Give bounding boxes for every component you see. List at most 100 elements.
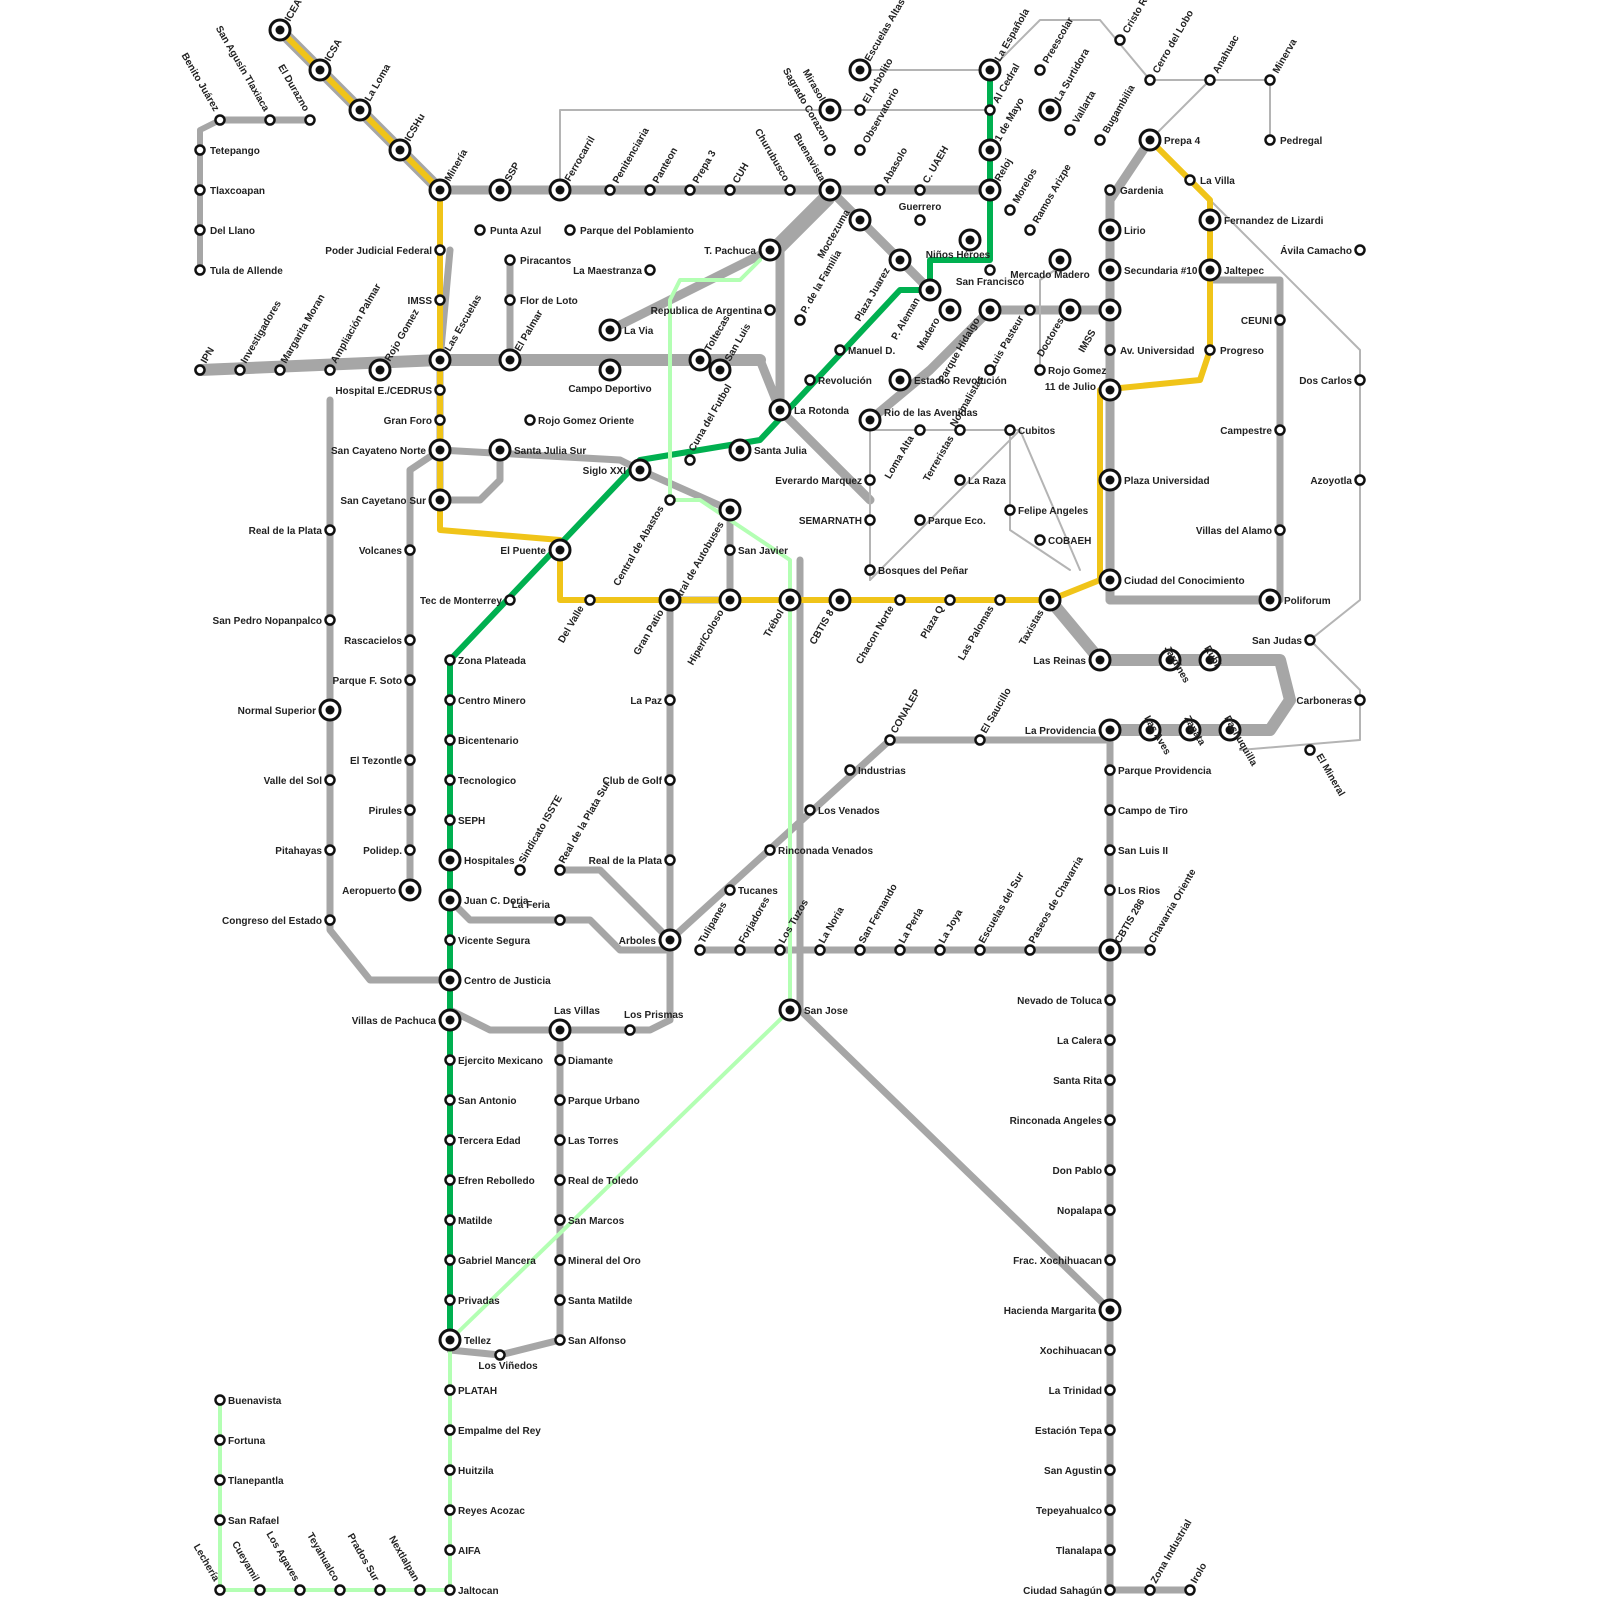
station-pitahayas[interactable]: Pitahayas [275,846,334,858]
station-conalep[interactable]: CONALEP [886,687,924,744]
station-irolo[interactable]: Irolo [1186,1561,1210,1594]
station-churubusco[interactable]: Churubusco [752,127,795,195]
station-av-universidad[interactable]: Av. Universidad [1106,346,1195,358]
station-tula-de-allende[interactable]: Tula de Allende [196,266,284,278]
station-morelos[interactable]: Morelos [1006,166,1040,214]
station-bicentenario[interactable]: Bicentenario [446,736,519,748]
station-manuel-d-[interactable]: Manuel D. [836,346,896,358]
station-zona-plateada[interactable]: Zona Plateada [446,656,527,668]
station-privadas[interactable]: Privadas [446,1296,501,1308]
station-empalme-del-rey[interactable]: Empalme del Rey [446,1426,542,1438]
station-carboneras[interactable]: Carboneras [1296,696,1364,708]
station-san-judas[interactable]: San Judas [1252,636,1315,648]
station-loma-alta[interactable]: Loma Alta [883,426,924,482]
station-estación-tepa[interactable]: Estación Tepa [1035,1426,1115,1438]
station-mercado-madero[interactable]: Mercado Madero [1010,250,1089,281]
station-imss[interactable]: IMSS [408,296,445,308]
station-don-pablo[interactable]: Don Pablo [1053,1166,1115,1178]
station-aeropuerto[interactable]: Aeropuerto [342,880,420,900]
station-volcanes[interactable]: Volcanes [359,546,415,558]
station-sindicato-isste[interactable]: Sindicato ISSTE [516,793,566,874]
station-las-villas[interactable]: Las Villas [550,1006,600,1040]
station-t-pachuca[interactable]: T. Pachuca [704,240,780,260]
station-santa-julia[interactable]: Santa Julia [730,440,807,460]
station-la-trinidad[interactable]: La Trinidad [1049,1386,1115,1398]
station-benito-juárez[interactable]: Benito Juárez [179,51,225,124]
station-los-agaves[interactable]: Los Agaves [264,1530,305,1595]
station-el-saucillo[interactable]: El Saucillo [976,686,1014,744]
station-lirio[interactable]: Lirio [1100,220,1146,240]
station-santa-rita[interactable]: Santa Rita [1053,1076,1114,1088]
station-cobaeh[interactable]: COBAEH [1036,536,1092,548]
station-el-puente[interactable]: El Puente [500,540,570,560]
station-real-de-toledo[interactable]: Real de Toledo [556,1176,639,1188]
station-cristo-rey[interactable]: Cristo Rey [1116,0,1156,44]
station-la-rotonda[interactable]: La Rotonda [770,400,849,420]
station-villas-del-alamo[interactable]: Villas del Alamo [1196,526,1285,538]
station-real-de-la-plata[interactable]: Real de la Plata [249,526,335,538]
station-frac-xochihuacan[interactable]: Frac. Xochihuacan [1013,1256,1114,1268]
station-11-de-julio[interactable]: 11 de Julio [1045,380,1120,400]
station-reyes-acozac[interactable]: Reyes Acozac [446,1506,526,1518]
station-moctezuma[interactable]: Moctezuma [816,208,870,261]
station-la-loma[interactable]: La Loma [350,62,393,120]
station-ceuni[interactable]: CEUNI [1241,316,1285,328]
station-cueyamil[interactable]: Cueyamil [229,1539,264,1594]
station-la-maestranza[interactable]: La Maestranza [573,266,654,278]
station-progreso[interactable]: Progreso [1206,346,1264,358]
station-hospitales[interactable]: Hospitales [440,850,515,870]
station-everardo-marquez[interactable]: Everardo Marquez [775,476,874,488]
station-minerva[interactable]: Minerva [1266,37,1300,85]
station-poliforum[interactable]: Poliforum [1260,590,1331,610]
station-plaza-universidad[interactable]: Plaza Universidad [1100,470,1210,490]
station-azoyotla[interactable]: Azoyotla [1310,476,1364,488]
station-poder-judicial-federal[interactable]: Poder Judicial Federal [325,246,444,258]
station-san-luis-ii[interactable]: San Luis II [1106,846,1169,858]
station-real-de-la-plata[interactable]: Real de la Plata [589,856,675,868]
station-icea[interactable]: ICEA [270,0,305,40]
station-cuna-del-futbol[interactable]: Cuna del Futbol [686,382,735,464]
station-las-palomas[interactable]: Las Palomas [956,596,1004,663]
station-tepeyahualco[interactable]: Tepeyahualco [1036,1506,1114,1518]
station-prepa-4[interactable]: Prepa 4 [1140,130,1201,150]
station-normal-superior[interactable]: Normal Superior [238,700,340,720]
station-nextlalpan[interactable]: Nextlalpan [386,1534,424,1594]
station-tucanes[interactable]: Tucanes [726,886,779,898]
station-las-reinas[interactable]: Las Reinas [1033,650,1110,670]
station-el-durazno[interactable]: El Durazno [275,63,314,125]
station-punta-azul[interactable]: Punta Azul [476,226,542,238]
station-p-de-la-familia[interactable]: P. de la Familia [796,248,845,324]
station-forjadores[interactable]: Forjadores [736,895,773,955]
station-la-calera[interactable]: La Calera [1057,1036,1115,1048]
station-rinconada-angeles[interactable]: Rinconada Angeles [1010,1116,1115,1128]
station-reloj[interactable]: Reloj [980,157,1015,200]
station-tlaxcoapan[interactable]: Tlaxcoapan [196,186,266,198]
station-seph[interactable]: SEPH [446,816,486,828]
station-rubí[interactable]: Rubí [1200,644,1223,670]
station-nopalapa[interactable]: Nopalapa [1057,1206,1115,1218]
station-tlanalapa[interactable]: Tlanalapa [1056,1546,1115,1558]
station-bugambilia[interactable]: Bugambilia [1096,83,1138,145]
station-vallarta[interactable]: Vallarta [1066,89,1099,135]
station-tec-de-monterrey[interactable]: Tec de Monterrey [420,596,515,608]
station-parque-urbano[interactable]: Parque Urbano [556,1096,640,1108]
station-rojo-gomez[interactable]: Rojo Gomez [370,307,422,380]
station-efren-rebolledo[interactable]: Efren Rebolledo [446,1176,535,1188]
station-san-alfonso[interactable]: San Alfonso [556,1336,626,1348]
station-chavarria-oriente[interactable]: Chavarria Oriente [1146,867,1199,955]
station-hacienda-margarita[interactable]: Hacienda Margarita [1004,1300,1120,1320]
station-rojo-gomez-oriente[interactable]: Rojo Gomez Oriente [526,416,635,428]
station-tlanepantla[interactable]: Tlanepantla [216,1476,285,1488]
station-cubitos[interactable]: Cubitos [1006,426,1056,438]
station-campo-de-tiro[interactable]: Campo de Tiro [1106,806,1188,818]
station-platah[interactable]: PLATAH [446,1386,498,1398]
station-la-paz[interactable]: La Paz [630,696,674,708]
station-preescolar[interactable]: Preescolar [1036,16,1077,75]
station-semarnath[interactable]: SEMARNATH [799,516,875,528]
station-cerro-del-lobo[interactable]: Cerro del Lobo [1146,8,1197,84]
station-dos-carlos[interactable]: Dos Carlos [1299,376,1364,388]
station-zona-industrial[interactable]: Zona Industrial [1146,1518,1195,1595]
station-chacon-norte[interactable]: Chacon Norte [854,596,904,667]
station-san-antonio[interactable]: San Antonio [446,1096,517,1108]
station-san-jose[interactable]: San Jose [780,1000,848,1020]
